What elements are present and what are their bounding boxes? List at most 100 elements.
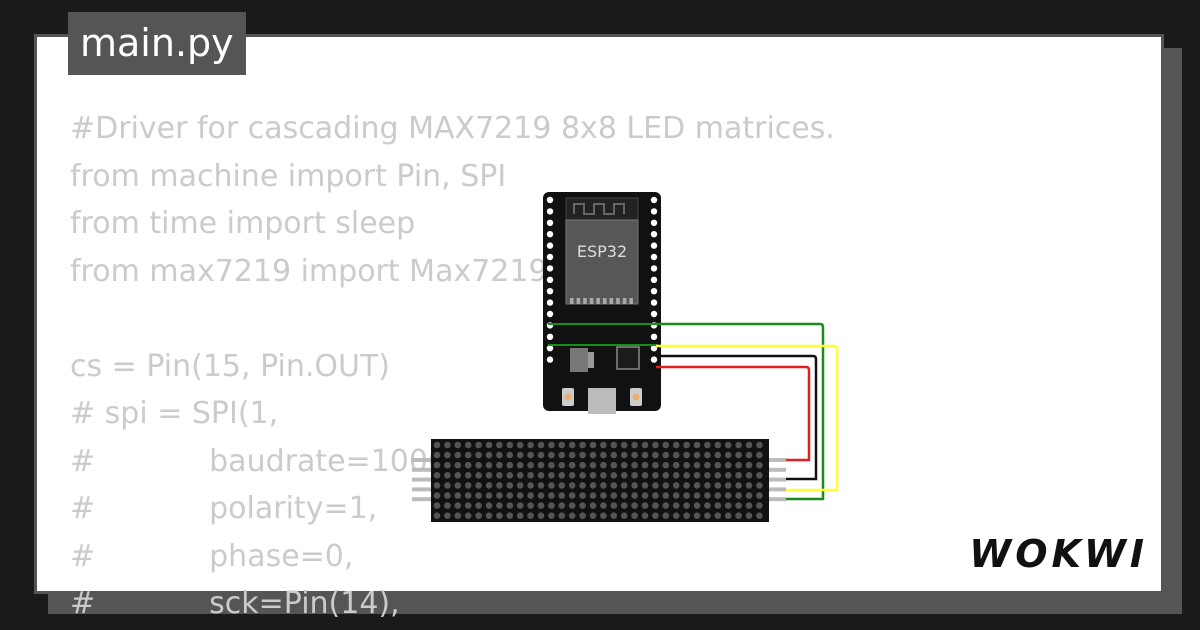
matrix-led xyxy=(672,472,680,479)
matrix-led xyxy=(620,482,628,489)
led-matrix[interactable] xyxy=(412,439,786,522)
matrix-led xyxy=(558,451,566,459)
matrix-led xyxy=(589,482,597,489)
module-pad xyxy=(583,298,587,304)
header-pin-right xyxy=(650,288,658,295)
matrix-led xyxy=(548,472,555,479)
module-pad xyxy=(603,298,607,304)
code-line: from max7219 import Max7219 xyxy=(70,253,548,289)
header-pin-left xyxy=(546,276,554,283)
matrix-led xyxy=(527,461,534,469)
matrix-led xyxy=(641,441,649,449)
matrix-led xyxy=(516,441,524,449)
wire-yellow[interactable] xyxy=(656,344,839,492)
matrix-led xyxy=(496,472,503,479)
matrix-led xyxy=(475,482,482,489)
matrix-led xyxy=(662,512,670,519)
matrix-led xyxy=(662,482,670,489)
wire-green[interactable] xyxy=(656,322,825,501)
matrix-led xyxy=(568,472,576,479)
matrix-led xyxy=(672,451,680,459)
matrix-led xyxy=(704,482,711,489)
matrix-led xyxy=(600,441,607,449)
esp32-module xyxy=(565,219,639,305)
matrix-led xyxy=(454,512,462,519)
matrix-led xyxy=(745,502,753,509)
matrix-led xyxy=(537,451,545,459)
matrix-led xyxy=(527,441,534,449)
matrix-led xyxy=(496,461,503,469)
wire-red[interactable] xyxy=(656,365,811,462)
matrix-led xyxy=(568,512,576,519)
matrix-led xyxy=(589,472,597,479)
matrix-dots xyxy=(433,441,763,519)
matrix-led xyxy=(454,502,462,509)
file-tab[interactable]: main.py xyxy=(68,12,246,75)
matrix-led xyxy=(756,512,763,519)
matrix-led xyxy=(693,512,701,519)
matrix-led xyxy=(496,451,503,459)
matrix-pin-right xyxy=(769,487,786,492)
matrix-led xyxy=(516,502,524,509)
matrix-led xyxy=(745,512,753,519)
matrix-led xyxy=(724,492,732,499)
matrix-led xyxy=(735,492,742,499)
matrix-led xyxy=(558,492,566,499)
matrix-led xyxy=(672,461,680,469)
matrix-led xyxy=(433,512,441,519)
code-line: #polarity=1, xyxy=(70,491,378,526)
header-pin-right xyxy=(650,253,658,261)
matrix-led xyxy=(444,502,451,509)
matrix-led xyxy=(714,461,722,469)
matrix-led xyxy=(548,512,555,519)
matrix-led xyxy=(485,482,493,489)
matrix-led xyxy=(548,502,555,509)
matrix-led xyxy=(506,502,514,509)
matrix-led xyxy=(558,461,566,469)
matrix-led xyxy=(610,512,618,519)
matrix-led xyxy=(496,502,503,509)
matrix-led xyxy=(496,492,503,499)
matrix-led xyxy=(620,472,628,479)
matrix-led xyxy=(454,482,462,489)
matrix-led xyxy=(579,512,586,519)
matrix-led xyxy=(558,512,566,519)
matrix-led xyxy=(464,492,472,499)
module-pad xyxy=(622,298,627,304)
matrix-led xyxy=(631,512,638,519)
matrix-pin-left xyxy=(412,487,431,492)
matrix-led xyxy=(631,441,638,449)
matrix-led xyxy=(454,441,462,449)
code-listing: #Driver for cascading MAX7219 8x8 LED ma… xyxy=(70,105,835,628)
matrix-pin-left xyxy=(412,497,431,502)
matrix-led xyxy=(600,451,607,459)
matrix-led xyxy=(475,502,482,509)
matrix-led xyxy=(631,461,638,469)
header-pin-left xyxy=(546,310,554,318)
matrix-led xyxy=(568,492,576,499)
header-pin-left xyxy=(546,231,554,238)
code-line: #phase=0, xyxy=(70,538,354,574)
boot-button-cap xyxy=(632,393,640,401)
matrix-led xyxy=(641,472,649,479)
matrix-led xyxy=(724,512,732,519)
matrix-led xyxy=(672,482,680,489)
matrix-led xyxy=(756,461,763,469)
header-pin-right xyxy=(650,276,658,283)
matrix-led xyxy=(548,461,555,469)
matrix-led xyxy=(724,461,732,469)
matrix-led xyxy=(662,472,670,479)
matrix-led xyxy=(693,472,701,479)
matrix-led xyxy=(641,482,649,489)
matrix-led xyxy=(652,461,659,469)
matrix-led xyxy=(537,482,545,489)
matrix-led xyxy=(631,482,638,489)
esp32-board[interactable]: ESP32 xyxy=(543,192,661,414)
matrix-led xyxy=(568,502,576,509)
matrix-led xyxy=(444,451,451,459)
matrix-led xyxy=(620,451,628,459)
wire-black[interactable] xyxy=(656,354,818,481)
header-pin-left xyxy=(546,299,554,306)
matrix-led xyxy=(600,512,607,519)
module-pads xyxy=(570,298,633,304)
